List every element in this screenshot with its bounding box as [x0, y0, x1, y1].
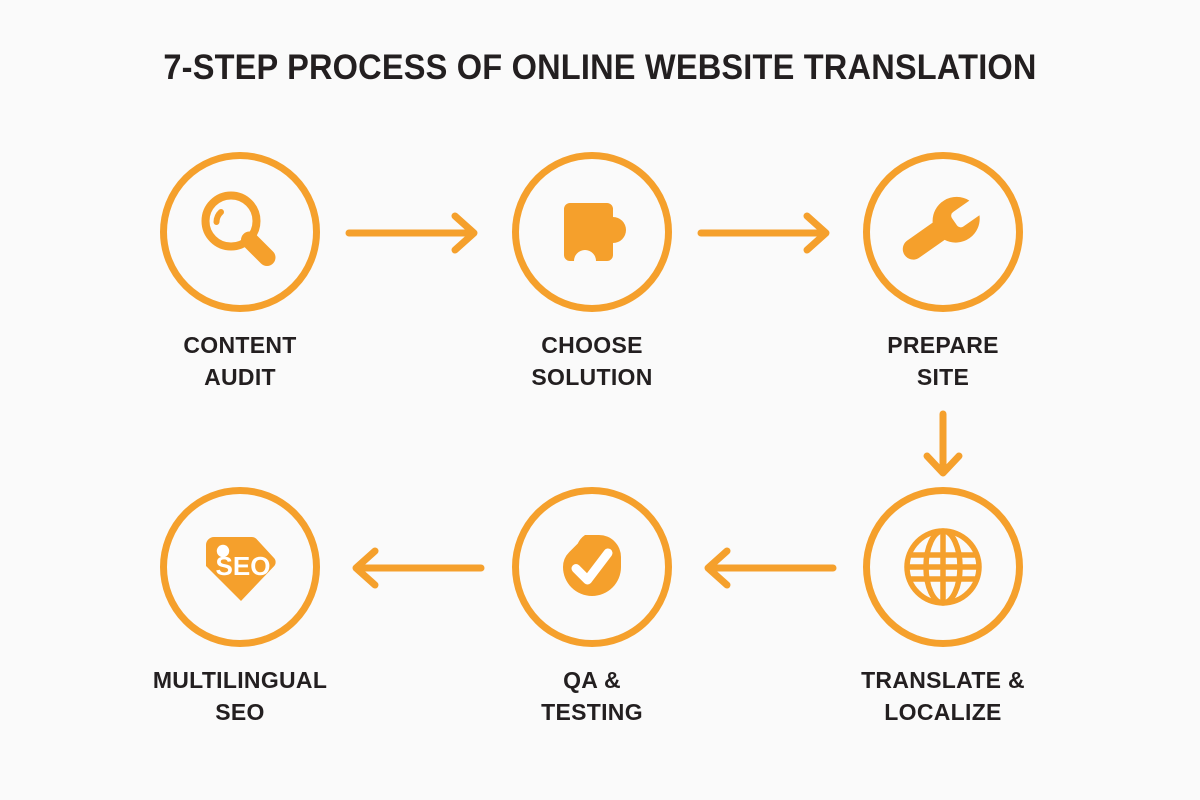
step-icon-ring-6: SEO	[160, 487, 320, 647]
wrench-icon	[891, 180, 995, 284]
step-label-2: CHOOSE SOLUTION	[531, 332, 653, 390]
step-icon-ring-4	[863, 487, 1023, 647]
arrow-left-5	[345, 547, 485, 589]
step-qa-testing: QA & TESTING	[472, 487, 712, 728]
page-title: 7-STEP PROCESS OF ONLINE WEBSITE TRANSLA…	[163, 48, 1037, 87]
arrow-left-4	[697, 547, 837, 589]
step-label-1: CONTENT AUDIT	[183, 332, 297, 390]
step-icon-ring-2	[512, 152, 672, 312]
step-icon-ring-5	[512, 487, 672, 647]
step-choose-solution: CHOOSE SOLUTION	[472, 152, 712, 393]
step-translate-localize: TRANSLATE & LOCALIZE	[823, 487, 1063, 728]
step-content-audit: CONTENT AUDIT	[120, 152, 360, 393]
step-prepare-site: PREPARE SITE	[823, 152, 1063, 393]
arrow-down-3	[918, 410, 968, 482]
step-label-4: TRANSLATE & LOCALIZE	[861, 667, 1025, 725]
step-icon-ring-3	[863, 152, 1023, 312]
step-label-5: QA & TESTING	[541, 667, 643, 725]
step-multilingual-seo: SEO MULTILINGUAL SEO	[120, 487, 360, 728]
seo-tag-icon: SEO	[188, 515, 292, 619]
arrow-right-2	[697, 212, 837, 254]
step-label-6: MULTILINGUAL SEO	[152, 667, 328, 725]
seo-tag-text: SEO	[216, 551, 271, 581]
globe-icon	[891, 515, 995, 619]
arrow-right-1	[345, 212, 485, 254]
magnifier-icon	[188, 180, 292, 284]
puzzle-piece-icon	[540, 180, 644, 284]
step-label-3: PREPARE SITE	[887, 332, 999, 390]
check-badge-icon	[540, 515, 644, 619]
step-icon-ring-1	[160, 152, 320, 312]
